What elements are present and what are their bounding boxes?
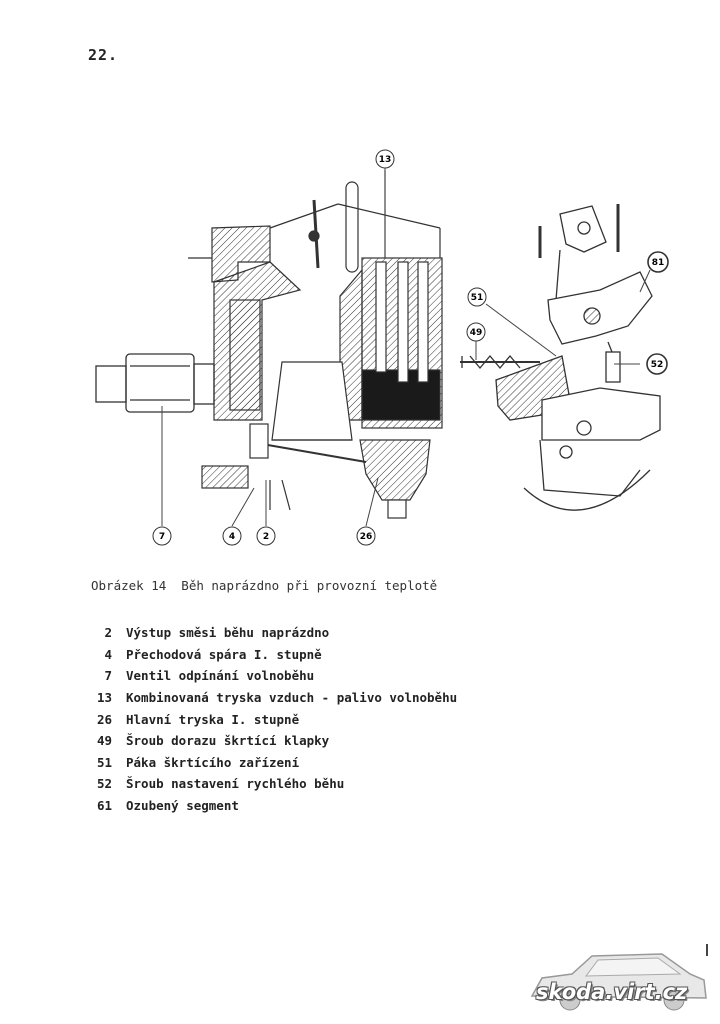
legend-number: 52 [96,776,112,792]
callout-49: 49 [466,322,486,342]
leader-lines [161,168,651,527]
callout-13: 13 [375,149,395,169]
svg-text:26: 26 [360,532,373,542]
callout-4: 4 [222,526,242,546]
legend-item: 13 Kombinovaná tryska vzduch - palivo vol… [82,687,457,709]
legend-number: 13 [96,690,112,706]
carburetor-body-drawing [188,170,443,519]
legend-item: 7 Ventil odpínání volnoběhu [82,665,457,687]
solenoid-valve-drawing [95,353,215,413]
throttle-linkage-drawing [460,204,661,511]
legend-text: Kombinovaná tryska vzduch - palivo volno… [126,690,458,706]
legend-number: 61 [96,798,112,814]
svg-text:2: 2 [263,532,269,542]
svg-text:49: 49 [470,328,483,338]
legend-text: Ventil odpínání volnoběhu [126,668,315,684]
callout-26: 26 [356,526,376,546]
svg-text:51: 51 [471,293,484,303]
callout-81: 81 [647,251,669,273]
legend-item: 4 Přechodová spára I. stupně [82,644,457,666]
legend-text: Hlavní tryska I. stupně [126,711,300,727]
watermark-text: skoda.virt.cz [536,980,688,1004]
carburetor-figure: 13 81 51 49 52 7 4 2 26 [95,149,669,546]
page-number: 22. [88,46,119,64]
callout-7: 7 [152,526,172,546]
legend-item: 26 Hlavní tryska I. stupně [82,708,457,730]
legend-text: Přechodová spára I. stupně [126,646,322,662]
legend-item: 51 Páka škrtícího zařízení [82,752,457,774]
legend-text: Ozubený segment [126,798,239,814]
figure-caption: Obrázek 14 Běh naprázdno při provozní te… [91,578,438,593]
legend-number: 51 [96,754,112,770]
legend-text: Páka škrtícího zařízení [126,754,300,770]
legend-number: 2 [104,625,112,641]
svg-text:4: 4 [229,532,235,542]
legend-text: Výstup směsi běhu naprázdno [126,625,330,641]
legend-number: 7 [104,668,112,684]
svg-text:52: 52 [651,360,664,370]
callout-2: 2 [256,526,276,546]
callout-52: 52 [646,353,668,375]
legend-number: 49 [96,733,112,749]
svg-text:81: 81 [652,258,665,268]
legend-item: 2 Výstup směsi běhu naprázdno [82,622,457,644]
legend-item: 61 Ozubený segment [82,795,457,817]
svg-text:7: 7 [159,532,165,542]
legend-number: 26 [96,711,112,727]
legend-text: Šroub nastavení rychlého běhu [126,776,345,792]
svg-text:13: 13 [379,155,392,165]
car-outline-icon [530,953,707,1011]
scan-mark [706,944,708,956]
watermark-logo: skoda.virt.cz [512,944,712,1016]
callout-51: 51 [467,287,487,307]
legend-item: 49 Šroub dorazu škrtící klapky [82,730,457,752]
legend-text: Šroub dorazu škrtící klapky [126,733,330,749]
parts-legend: 2 Výstup směsi běhu naprázdno 4 Přechodová… [82,622,457,816]
legend-item: 52 Šroub nastavení rychlého běhu [82,773,457,795]
legend-number: 4 [104,646,112,662]
